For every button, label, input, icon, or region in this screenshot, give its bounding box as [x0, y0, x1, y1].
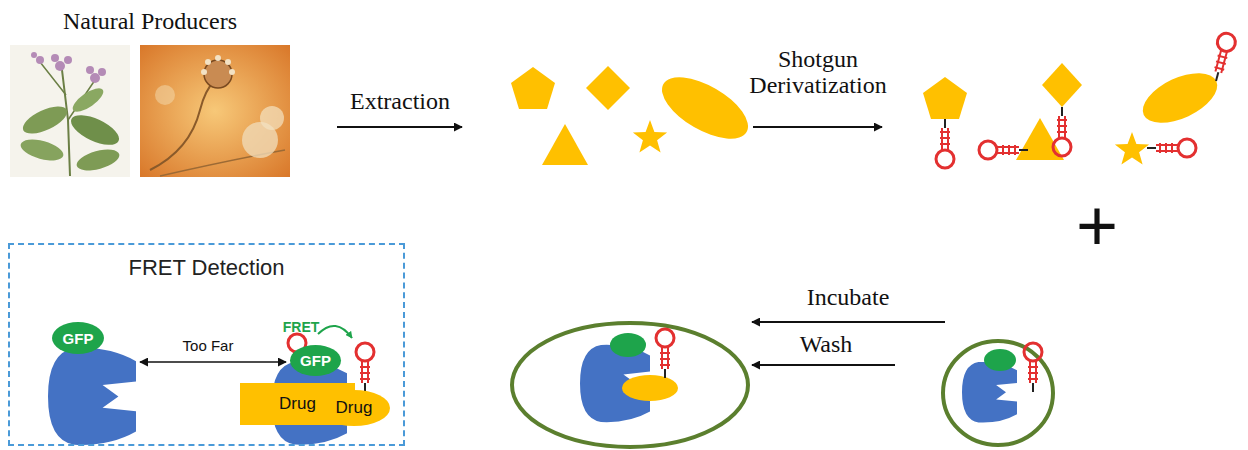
node-text: GFP	[63, 330, 94, 347]
node-text: Drug	[336, 398, 373, 418]
drug-ellipse: Drug	[318, 390, 390, 426]
step-label: Extraction	[350, 88, 450, 114]
process-arrow	[753, 126, 882, 128]
fungus-illustration	[140, 45, 290, 177]
gfp-tag: GFP	[290, 345, 341, 376]
cell-with-bound-drug	[512, 323, 748, 447]
step-label: Wash	[800, 331, 853, 357]
node-text: Drug	[279, 394, 316, 414]
plant-illustration	[10, 45, 130, 177]
process-arrow	[337, 126, 462, 128]
cell-with-target	[943, 341, 1053, 445]
process-arrow	[752, 321, 945, 323]
distance-label: Too Far	[183, 338, 234, 355]
process-arrow	[752, 364, 895, 366]
node-text: GFP	[300, 352, 331, 369]
plus-sign: +	[1076, 186, 1118, 265]
gfp-tag: GFP	[52, 322, 104, 354]
compound-shapes	[511, 65, 758, 165]
panel-heading: Natural Producers	[63, 8, 237, 34]
derivatized-compounds	[923, 31, 1237, 168]
step-label: Incubate	[807, 284, 890, 310]
node-text: FRET Detection	[10, 255, 403, 281]
step-label: Shotgun Derivatization	[733, 46, 903, 99]
fret-label: FRET	[283, 320, 320, 335]
